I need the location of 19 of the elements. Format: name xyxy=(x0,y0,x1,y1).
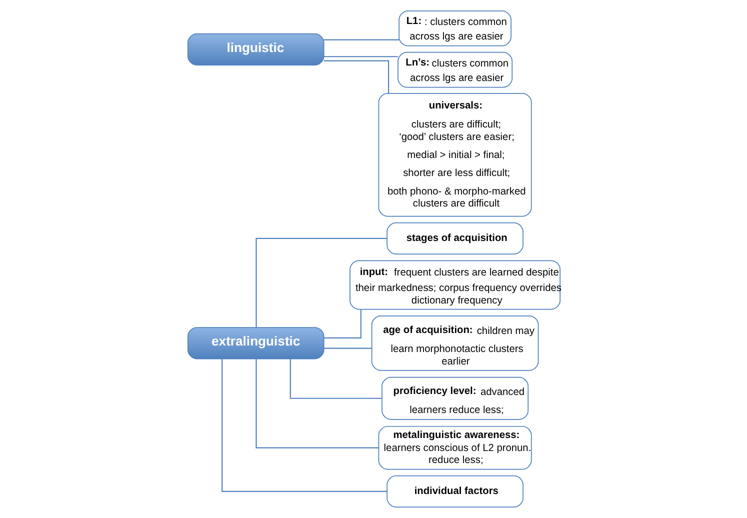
node-box: proficiency level: advanced learners reduce less; xyxy=(381,376,528,420)
node-box: linguistic xyxy=(186,33,324,66)
connector xyxy=(323,60,389,94)
node-box: age of acquisition: children may learn morphonotactic clusters earlier xyxy=(370,315,538,371)
node-box: stages of acquisition xyxy=(386,222,523,255)
node-box: universals: clusters are difficult; ‘good’ clusters are easier; medial > initial > final; shorter are less difficult; both phono- & morpho-marked clusters are difficult xyxy=(378,93,532,217)
connector xyxy=(289,358,382,399)
connector xyxy=(255,358,378,448)
connector xyxy=(323,310,361,338)
node-box: Ln’s: clusters common across lgs are easier xyxy=(397,52,512,88)
connector xyxy=(323,348,372,349)
connector xyxy=(323,56,398,58)
connector xyxy=(323,39,398,40)
node-box: metalinguistic awareness: learners conscious of L2 pronun. reduce less; xyxy=(378,426,532,470)
node-box: L1: : clusters common across lgs are easier xyxy=(398,10,511,46)
node-box: individual factors xyxy=(386,475,523,508)
node-box: extralinguistic xyxy=(186,327,324,360)
connector xyxy=(221,359,387,492)
connector xyxy=(255,238,386,328)
